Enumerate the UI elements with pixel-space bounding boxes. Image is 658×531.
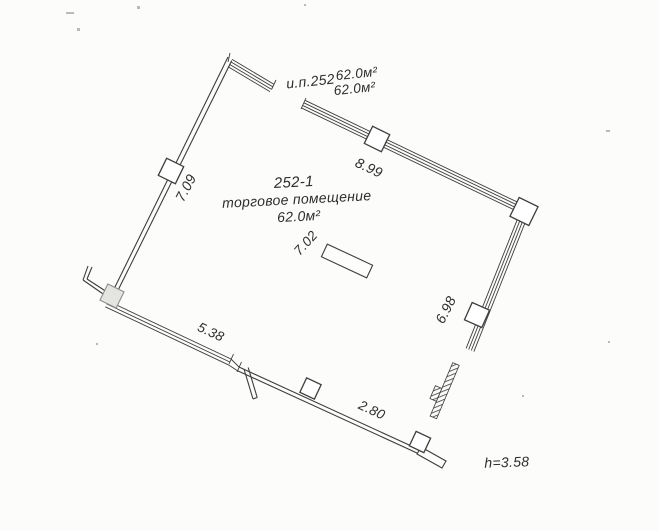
column-marker-bottom-2 <box>408 430 432 454</box>
room-number: 252-1 <box>272 173 314 192</box>
upper-unit-label: и.п.252 <box>285 71 335 92</box>
column-marker-right <box>463 301 491 329</box>
upper-unit-area-2: 62.0м² <box>333 79 376 98</box>
wall-right-band <box>465 212 529 352</box>
column-marker-top <box>363 125 391 153</box>
dimension-bottom-wall: 2.80 <box>355 397 387 423</box>
corner-block <box>99 283 125 309</box>
wall-top-band-right <box>300 97 522 213</box>
scan-specks <box>66 4 610 397</box>
corner-bottom-left <box>82 265 125 309</box>
room-area: 62.0м² <box>277 207 322 225</box>
column-marker-left <box>157 157 185 185</box>
dimension-top-wall: 8.99 <box>353 154 386 181</box>
dimension-inner-span: 7.02 <box>291 228 321 259</box>
ceiling-height-label: h=3.58 <box>484 453 530 471</box>
wall-hatched-segment <box>429 362 460 420</box>
wall-top-band-left <box>227 59 277 92</box>
column-marker-corner-right <box>509 196 539 227</box>
interior-duct <box>320 243 374 279</box>
dimension-right-wall: 6.98 <box>432 293 459 326</box>
room-type: торговое помещение <box>222 187 372 211</box>
wall-stub <box>243 367 258 400</box>
dimension-bottom-left-wall: 5.38 <box>195 319 226 344</box>
wall-bottom-left-band <box>105 300 234 366</box>
wall-bottom <box>228 358 445 466</box>
upper-unit-area-1: 62.0м² <box>335 64 378 83</box>
column-marker-bottom-1 <box>299 377 322 400</box>
